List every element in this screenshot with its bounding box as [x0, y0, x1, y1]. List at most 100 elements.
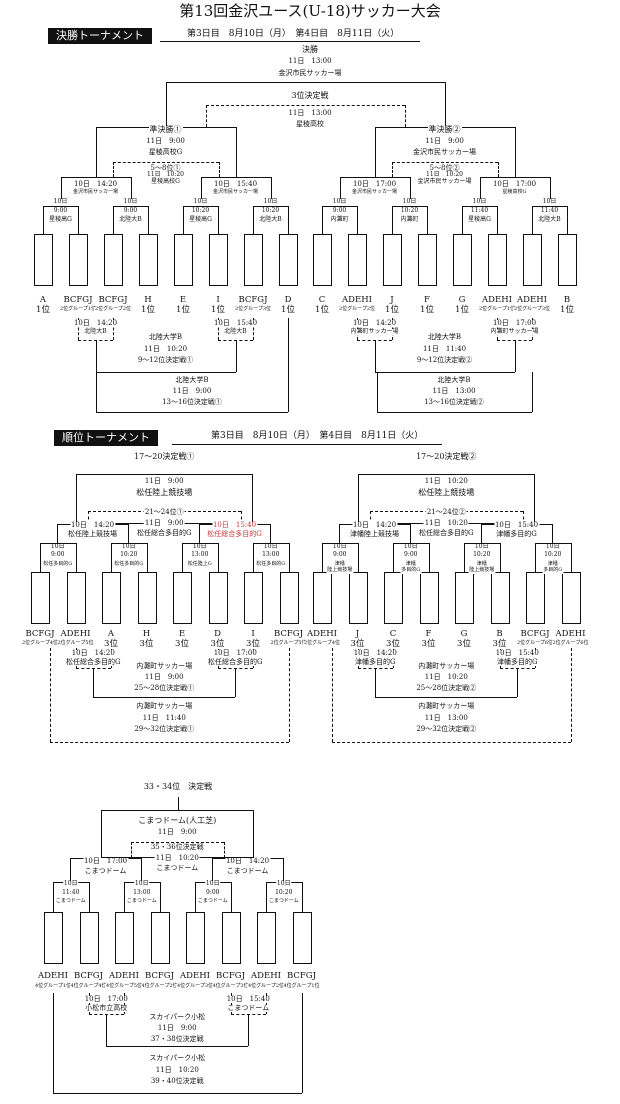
final-team-slot	[34, 234, 53, 286]
left-team-name: BCFGJ	[24, 629, 56, 639]
team-name: BCFGJ	[62, 295, 94, 305]
bracket-line	[43, 206, 44, 234]
semi2-title: 準決勝②	[427, 125, 462, 134]
bottom-qf-venue: こまつドーム	[83, 867, 128, 875]
final-team-slot	[383, 234, 402, 286]
dashed-bracket-line	[111, 648, 112, 668]
r1-bracket	[462, 206, 497, 207]
dashed-bracket-line	[217, 648, 219, 668]
bracket-line	[357, 206, 358, 234]
bracket-line	[75, 543, 77, 572]
bottom-3940-time: 11日 10:20	[154, 1066, 200, 1074]
left-team-name: A	[106, 629, 116, 639]
912-1-bracket	[95, 372, 236, 373]
left-r1-venue: 松任多目的G	[255, 561, 287, 567]
bottom-final-venue: こまつドーム(人工芝)	[137, 816, 218, 825]
right-team-note: 2位グループ4位	[302, 640, 342, 646]
final-venue: 金沢市民サッカー場	[277, 69, 343, 77]
dashed-bracket-line	[124, 993, 125, 1014]
bottom-team-note: 4位グループ4位	[69, 983, 108, 989]
left-team-rank: 3位	[209, 639, 226, 649]
bracket-line	[481, 524, 482, 543]
team-group-note: 2位グループ2位	[337, 306, 377, 312]
team-group-note: 2位グループ1位	[477, 306, 517, 312]
r1-venue: 北陸大B	[258, 216, 283, 223]
dashed-bracket-line	[87, 511, 89, 525]
bracket-line	[570, 543, 572, 572]
dashed-bracket-line	[369, 511, 371, 525]
lower-venue: 北陸大B	[223, 328, 248, 335]
bracket-line	[200, 177, 202, 199]
right-r1-time: 10:20	[472, 551, 492, 558]
right-qf-venue: 津幡陸上競技場	[349, 530, 400, 538]
left-team-rank: 3位	[103, 639, 119, 649]
final-time: 11日 13:00	[287, 57, 333, 65]
left-r1-venue: 松任多目的G	[42, 561, 74, 567]
final-title: 決勝	[301, 45, 319, 54]
bracket-line	[253, 206, 254, 234]
right-r1-time: 9:00	[332, 551, 348, 558]
bracket-line	[514, 127, 516, 177]
left-r1-time: 13:00	[261, 551, 281, 558]
bottom-team-name: ADEHI	[108, 971, 140, 981]
right-team-rank: 3位	[349, 639, 366, 649]
bracket-line	[218, 206, 219, 234]
bottom-r1-day: 10日	[204, 880, 221, 887]
qf-time: 10日 17:00	[491, 180, 538, 188]
page-title: 第13回金沢ユース(U-18)サッカー大会	[178, 2, 442, 20]
bracket-line	[497, 206, 498, 234]
semi2-time: 11日 9:00	[424, 137, 465, 145]
bottom-top-stem	[178, 797, 179, 810]
left-qf-time: 10日 14:20	[69, 521, 116, 529]
bracket-line	[499, 543, 501, 572]
r1-day: 10日	[401, 198, 418, 205]
bottom-team-slot	[44, 912, 63, 964]
dashed-bracket-line	[78, 318, 79, 340]
bracket-line	[183, 206, 184, 234]
r1-bracket	[183, 206, 218, 207]
right-r1-day: 10日	[544, 543, 561, 550]
912-1-venue: 北陸大学B	[147, 333, 184, 341]
final-team-slot	[488, 234, 507, 286]
bottom-3536-title: 35・36位決定戦	[149, 843, 205, 851]
bracket-line	[549, 177, 551, 199]
right-2124-time: 11日 10:20	[423, 519, 469, 527]
912-2-bracket	[374, 372, 515, 373]
r1-bracket	[43, 206, 78, 207]
bottom-team-slot	[257, 912, 276, 964]
bottom-r1-venue: こまつドーム	[267, 898, 300, 904]
bracket-line	[339, 524, 340, 543]
right-team-slot	[561, 572, 581, 624]
bracket-line	[288, 318, 289, 412]
dashed-bracket-line	[357, 648, 359, 668]
bracket-line	[106, 1014, 108, 1046]
r1-time: 11:40	[469, 207, 490, 214]
bottom-3536-time: 11日 10:20	[154, 854, 200, 862]
left-title: 17〜20決定戦①	[133, 452, 196, 461]
bottom-team-note: 4位グループ2位	[140, 983, 179, 989]
right-r1-day: 10日	[402, 543, 419, 550]
bracket-line	[270, 177, 272, 199]
dashed-bracket-line	[253, 648, 254, 668]
right-team-slot	[526, 572, 545, 624]
right-2932-time: 11日 13:00	[423, 714, 469, 722]
dashed-bracket-line	[266, 993, 267, 1014]
1316-1-bracket	[96, 412, 288, 413]
right-final-time: 11日 10:20	[423, 477, 469, 485]
team-rank: 1位	[559, 305, 575, 315]
right-team-rank: 3位	[420, 639, 437, 649]
final-team-slot	[418, 234, 437, 286]
bottom-3738-bracket	[106, 1046, 249, 1047]
bottom-3738-time: 11日 9:00	[156, 1024, 198, 1032]
r1-day: 10日	[541, 198, 558, 205]
bottom-team-slot	[79, 912, 99, 964]
qf-venue: 金沢市民サッカー場	[211, 189, 260, 195]
dashed-bracket-line	[88, 993, 90, 1014]
right-r1-day: 10日	[473, 543, 490, 550]
bracket-line	[283, 858, 284, 882]
bracket-line	[93, 668, 95, 697]
right-2932-venue: 内灘町サッカー場	[417, 702, 476, 710]
right-team-name: ADEHI	[554, 629, 587, 639]
right-team-slot	[490, 572, 510, 624]
left-r1-day: 10日	[262, 543, 279, 550]
